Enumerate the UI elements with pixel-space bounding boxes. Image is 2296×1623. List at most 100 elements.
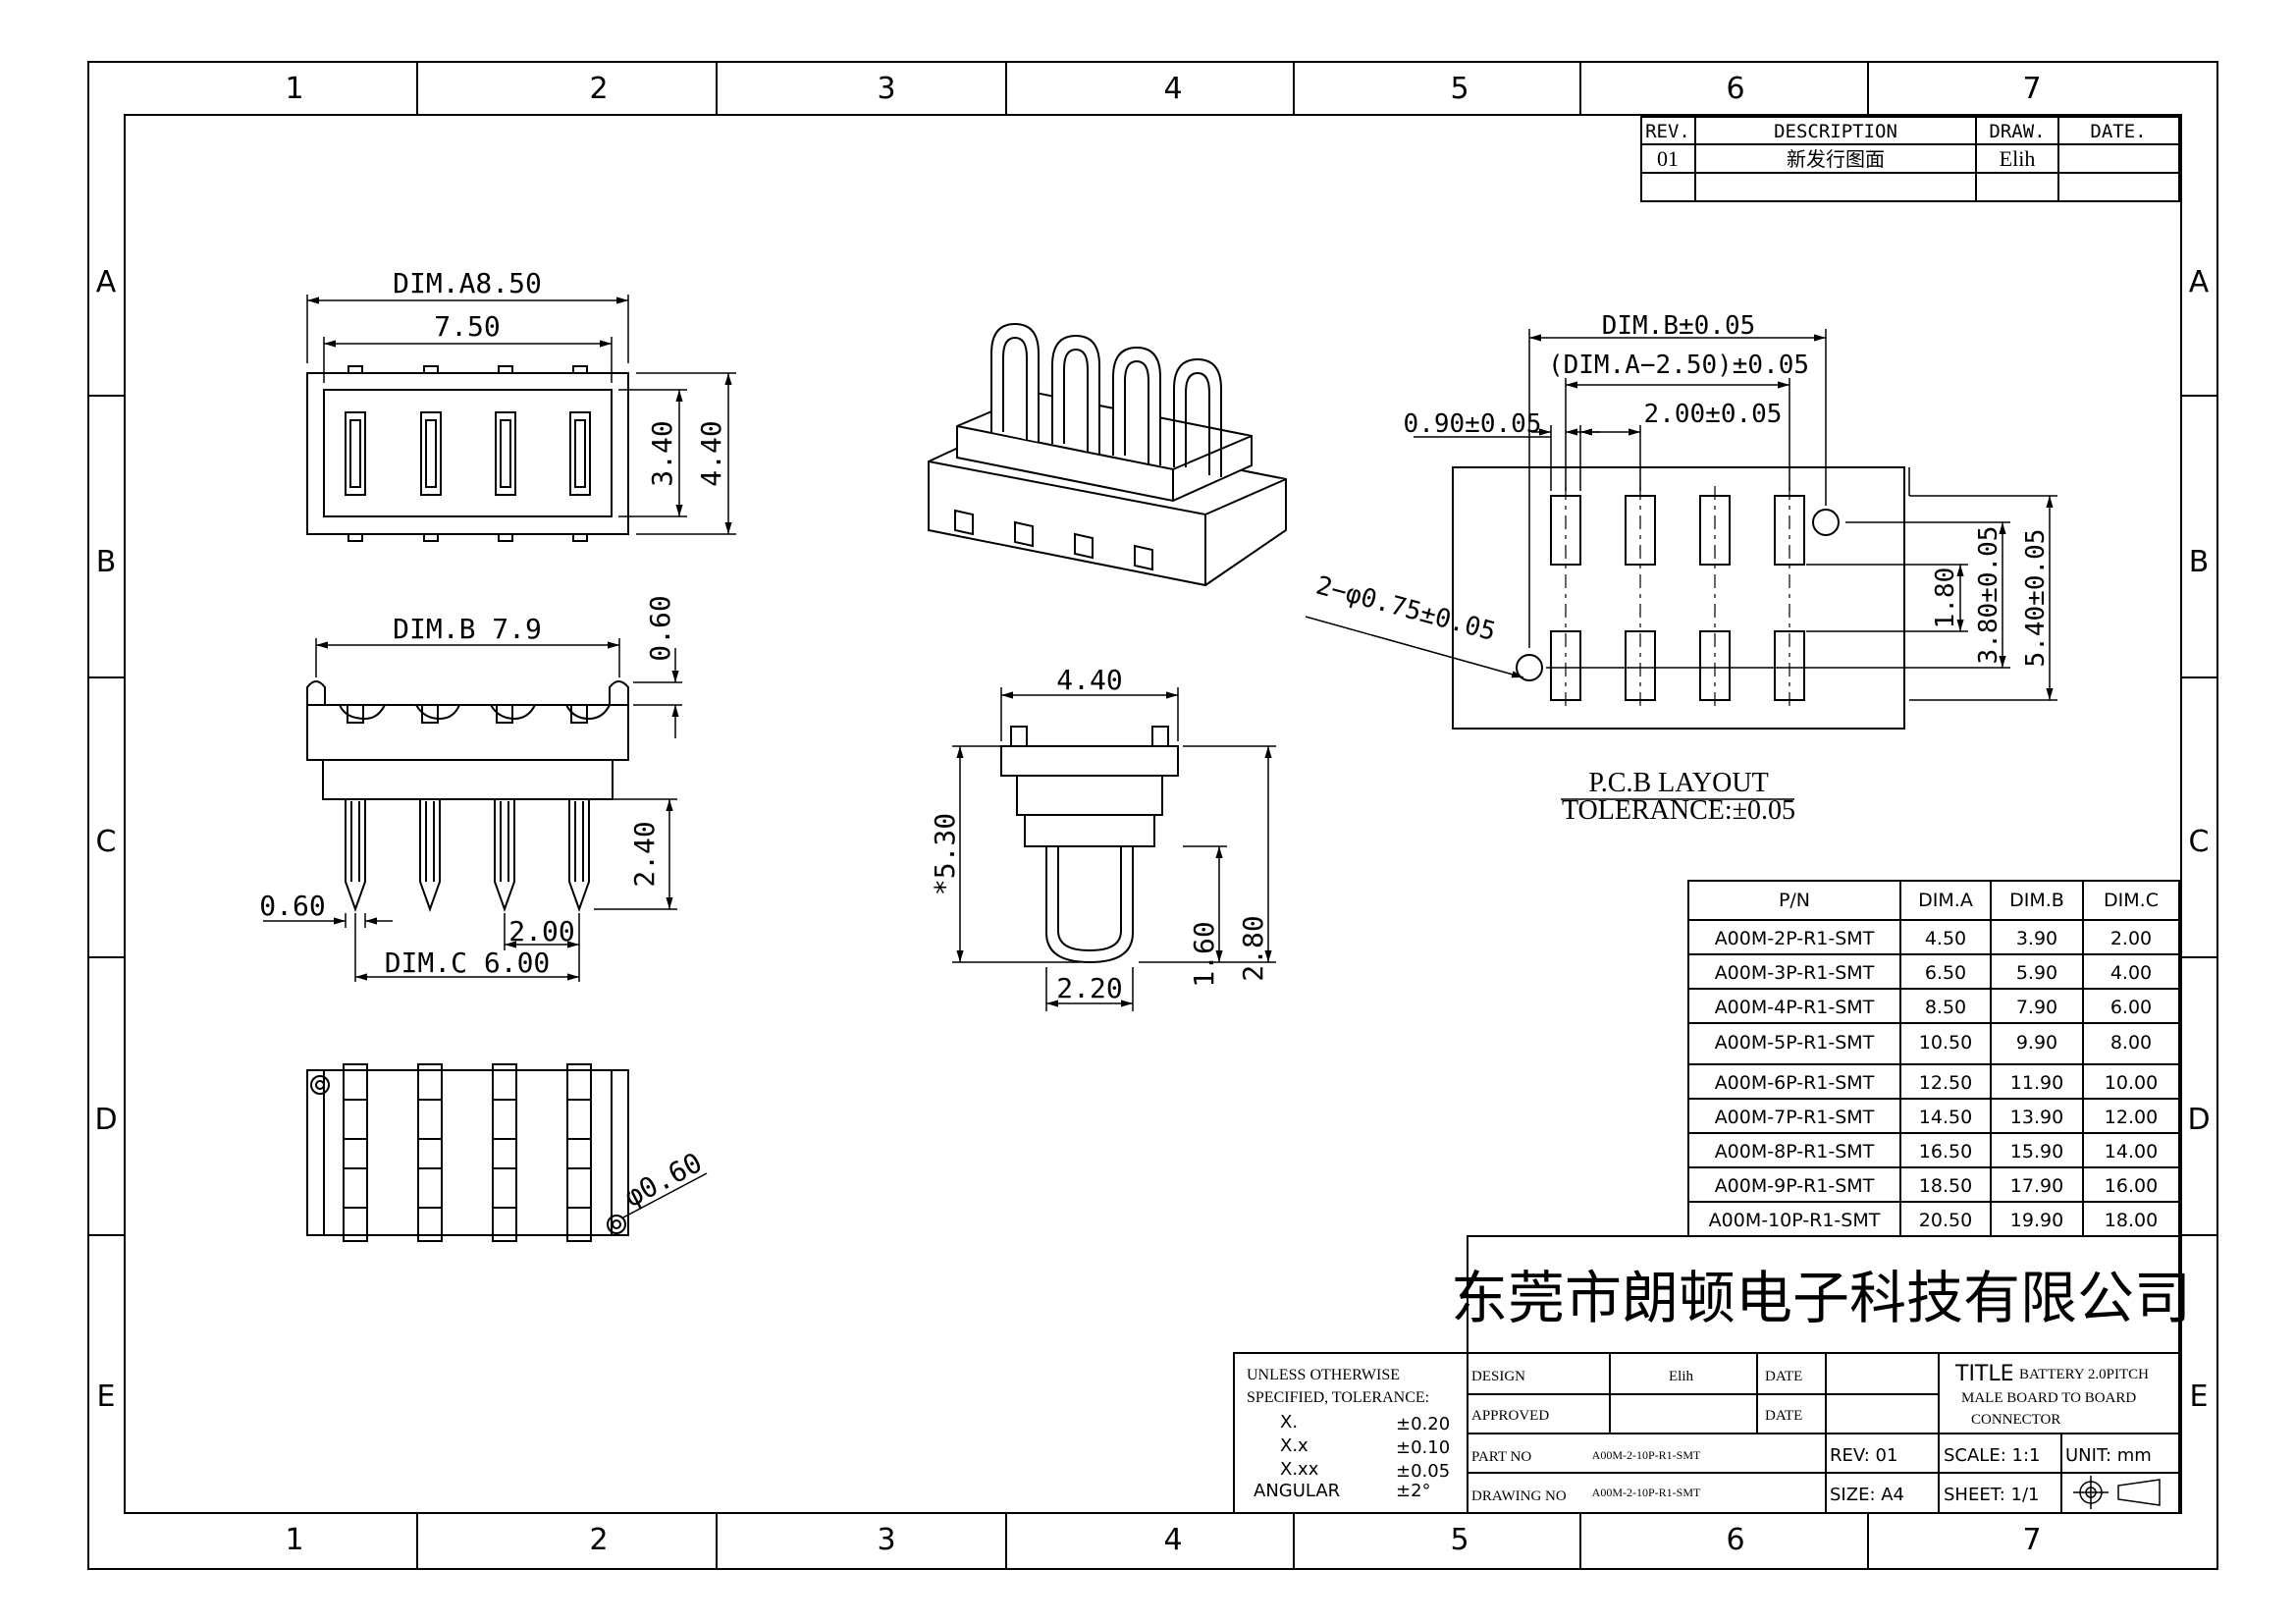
col-label-7-bottom: 7	[2022, 1523, 2041, 1557]
design-value: Elih	[1669, 1369, 1693, 1384]
front-top-offset-label: 0.60	[644, 595, 676, 661]
size-value: SIZE: A4	[1830, 1485, 1904, 1505]
col-label-6-top: 6	[1726, 72, 1744, 106]
rev-header-draw: DRAW.	[1989, 121, 2045, 142]
table-cell: 6.00	[2110, 997, 2152, 1018]
table-cell: A00M-7P-R1-SMT	[1715, 1107, 1875, 1128]
row-label-a-left: A	[96, 265, 117, 299]
front-pitch-label: 2.00	[508, 915, 574, 947]
col-label-2-bottom: 2	[589, 1523, 608, 1557]
table-cell: 11.90	[2010, 1072, 2063, 1094]
rev-row-description: 新发行图面	[1787, 147, 1885, 171]
rev-row-rev: 01	[1657, 146, 1679, 171]
table-cell: 12.00	[2105, 1107, 2158, 1128]
col-label-7-top: 7	[2022, 72, 2041, 106]
table-cell: 9.90	[2016, 1032, 2057, 1054]
table-cell: 6.50	[1925, 962, 1966, 984]
design-label: DESIGN	[1471, 1369, 1525, 1384]
table-cell: 20.50	[1919, 1210, 1972, 1231]
side-body-h-label: 2.80	[1237, 915, 1269, 981]
row-label-e-right: E	[2190, 1380, 2209, 1414]
col-label-4-top: 4	[1163, 72, 1182, 106]
date-label-2: DATE	[1765, 1408, 1802, 1424]
front-pin-len-label: 2.40	[628, 821, 661, 887]
top-dim-a-label: DIM.A8.50	[393, 267, 542, 299]
side-pin-w-label: 2.20	[1056, 972, 1122, 1004]
table-cell: 16.00	[2105, 1175, 2158, 1197]
table-cell: 7.90	[2016, 997, 2057, 1018]
side-view: 4.40 *5.30 1.60 2.80 2.20	[929, 664, 1276, 1011]
part-no-value: A00M-2-10P-R1-SMT	[1592, 1448, 1701, 1462]
table-cell: 8.00	[2110, 1032, 2152, 1054]
col-label-1-bottom: 1	[285, 1523, 303, 1557]
col-label-1-top: 1	[285, 72, 303, 106]
bottom-view: φ0.60	[306, 1063, 708, 1242]
row-label-e-left: E	[97, 1380, 116, 1414]
pcb-pad-w-label: 0.90±0.05	[1404, 409, 1542, 439]
title-label: TITLE	[1954, 1362, 2014, 1386]
drawing-no-label: DRAWING NO	[1471, 1488, 1567, 1504]
tol-xxx-value: ±0.05	[1396, 1461, 1450, 1482]
pcb-tolerance: TOLERANCE:±0.05	[1562, 795, 1795, 826]
tolerance-note-line-2: SPECIFIED, TOLERANCE:	[1247, 1389, 1429, 1406]
row-label-b-right: B	[2189, 545, 2210, 579]
table-cell: 5.90	[2016, 962, 2057, 984]
sheet-value: SHEET: 1/1	[1944, 1485, 2039, 1505]
top-width-label: 7.50	[434, 310, 500, 343]
row-label-c-left: C	[96, 825, 117, 859]
table-cell: 3.90	[2016, 928, 2057, 949]
revision-block: REV. DESCRIPTION DRAW. DATE. 01 新发行图面 El…	[1640, 116, 2180, 202]
row-label-a-right: A	[2189, 265, 2210, 299]
table-cell: 10.00	[2105, 1072, 2158, 1094]
table-cell: A00M-5P-R1-SMT	[1715, 1032, 1875, 1054]
col-label-3-bottom: 3	[877, 1523, 895, 1557]
table-cell: A00M-10P-R1-SMT	[1709, 1210, 1881, 1231]
col-label-4-bottom: 4	[1163, 1523, 1182, 1557]
row-label-d-left: D	[94, 1103, 117, 1137]
front-dim-b-label: DIM.B 7.9	[393, 613, 542, 645]
table-cell: 14.00	[2105, 1141, 2158, 1163]
table-cell: A00M-2P-R1-SMT	[1715, 928, 1875, 949]
rev-row-draw: Elih	[2000, 146, 2036, 171]
rev-value: REV: 01	[1830, 1445, 1897, 1466]
col-label-6-bottom: 6	[1726, 1523, 1744, 1557]
table-cell: 2.00	[2110, 928, 2152, 949]
table-cell: A00M-9P-R1-SMT	[1715, 1175, 1875, 1197]
pcb-title: P.C.B LAYOUT	[1588, 768, 1768, 798]
table-cell: 13.90	[2010, 1107, 2063, 1128]
title-line-2: MALE BOARD TO BOARD	[1961, 1390, 2136, 1406]
table-cell: 18.00	[2105, 1210, 2158, 1231]
table-cell: 19.90	[2010, 1210, 2063, 1231]
table-cell: A00M-4P-R1-SMT	[1715, 997, 1875, 1018]
table-cell: 12.50	[1919, 1072, 1972, 1094]
pcb-pad-span-label: 3.80±0.05	[1974, 526, 2003, 665]
row-label-b-left: B	[96, 545, 117, 579]
tolerance-note-line-1: UNLESS OTHERWISE	[1247, 1367, 1400, 1383]
side-height-label: *5.30	[929, 813, 961, 895]
projection-symbol-icon	[2073, 1476, 2161, 1509]
side-width-label: 4.40	[1056, 664, 1122, 696]
row-label-c-right: C	[2189, 825, 2210, 859]
title-line-1: BATTERY 2.0PITCH	[2019, 1367, 2149, 1382]
rev-header-rev: REV.	[1645, 121, 1690, 142]
table-cell: 14.50	[1919, 1107, 1972, 1128]
bottom-hole-label: φ0.60	[619, 1146, 708, 1214]
table-cell: 4.00	[2110, 962, 2152, 984]
drawing-no-value: A00M-2-10P-R1-SMT	[1592, 1486, 1701, 1499]
tol-xx-label: X.x	[1280, 1435, 1308, 1456]
table-header-dim-c: DIM.C	[2104, 890, 2159, 911]
table-cell: A00M-6P-R1-SMT	[1715, 1072, 1875, 1094]
top-h-inner-label: 3.40	[646, 420, 678, 486]
pcb-holes-label: 2−φ0.75±0.05	[1312, 570, 1498, 647]
table-header-dim-b: DIM.B	[2009, 890, 2064, 911]
row-label-d-right: D	[2187, 1103, 2210, 1137]
table-cell: 8.50	[1925, 997, 1966, 1018]
table-cell: 17.90	[2010, 1175, 2063, 1197]
col-label-5-bottom: 5	[1450, 1523, 1468, 1557]
pcb-dim-b-label: DIM.B±0.05	[1602, 311, 1756, 341]
table-cell: 16.50	[1919, 1141, 1972, 1163]
front-dim-c-label: DIM.C 6.00	[385, 947, 551, 979]
table-cell: A00M-3P-R1-SMT	[1715, 962, 1875, 984]
rev-header-date: DATE.	[2090, 121, 2146, 142]
